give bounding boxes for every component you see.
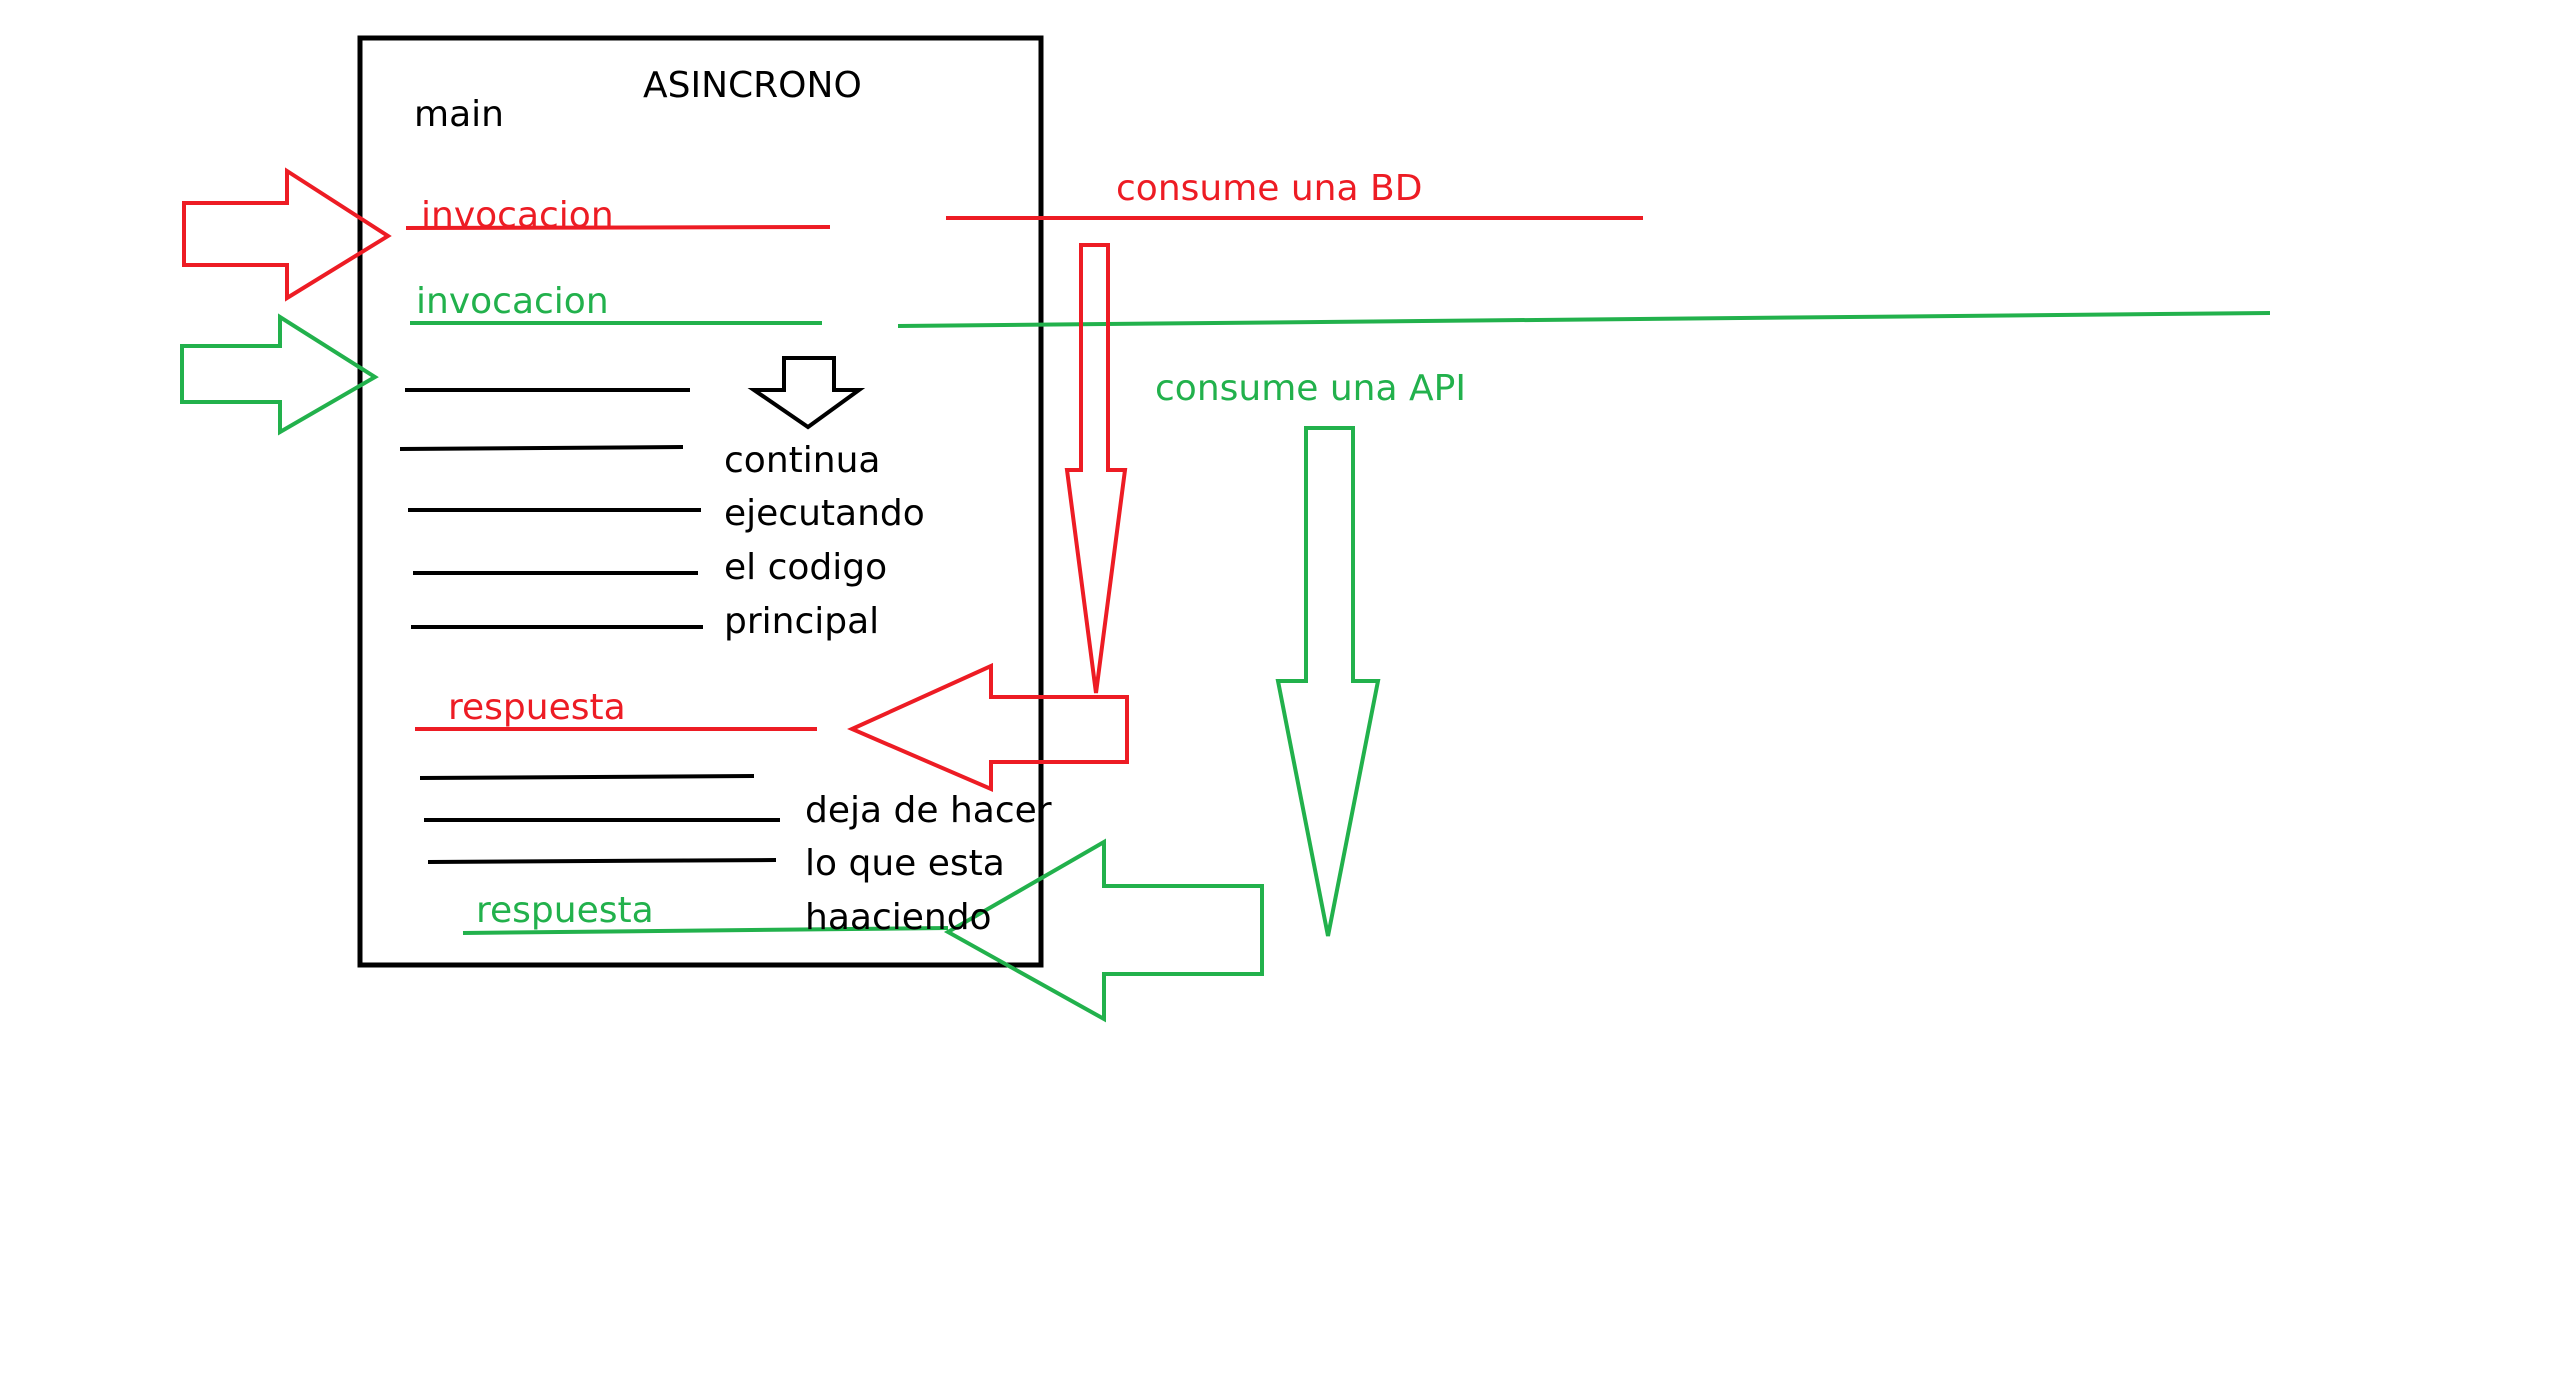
continue-note-line-2: ejecutando [724, 493, 925, 534]
red-invocation-arrow [182, 167, 392, 302]
green-api-label: consume una API [1155, 368, 1466, 409]
red-response-label: respuesta [448, 687, 626, 728]
interrupt-note-line-2: lo que esta [805, 843, 1005, 884]
red-response-arrow [847, 662, 1129, 793]
red-invocation-label: invocacion [421, 195, 614, 236]
main-label: main [414, 94, 504, 135]
red-bd-label: consume una BD [1116, 168, 1423, 209]
green-invocation-label: invocacion [416, 281, 609, 322]
continue-note-line-4: principal [724, 601, 880, 642]
continue-note-line-3: el codigo [724, 547, 888, 588]
continue-note-line-1: continua [724, 440, 881, 481]
continue-down-arrow [747, 356, 866, 430]
interrupt-note-line-3: haaciendo [805, 897, 992, 938]
green-api-line [897, 311, 2271, 328]
code-line [399, 445, 684, 451]
box-title: ASINCRONO [643, 65, 862, 106]
green-invocation-arrow [180, 313, 379, 436]
red-invocation-line [405, 225, 831, 230]
code-line [427, 858, 777, 864]
green-response-label: respuesta [476, 890, 654, 931]
green-response-arrow [943, 838, 1264, 1023]
green-response-line [462, 926, 949, 935]
code-line [419, 774, 755, 780]
green-api-down-arrow [1275, 426, 1381, 937]
main-program-box [357, 35, 1044, 968]
interrupt-note-line-1: deja de hacer [805, 790, 1052, 831]
red-bd-down-arrow [1064, 243, 1128, 694]
